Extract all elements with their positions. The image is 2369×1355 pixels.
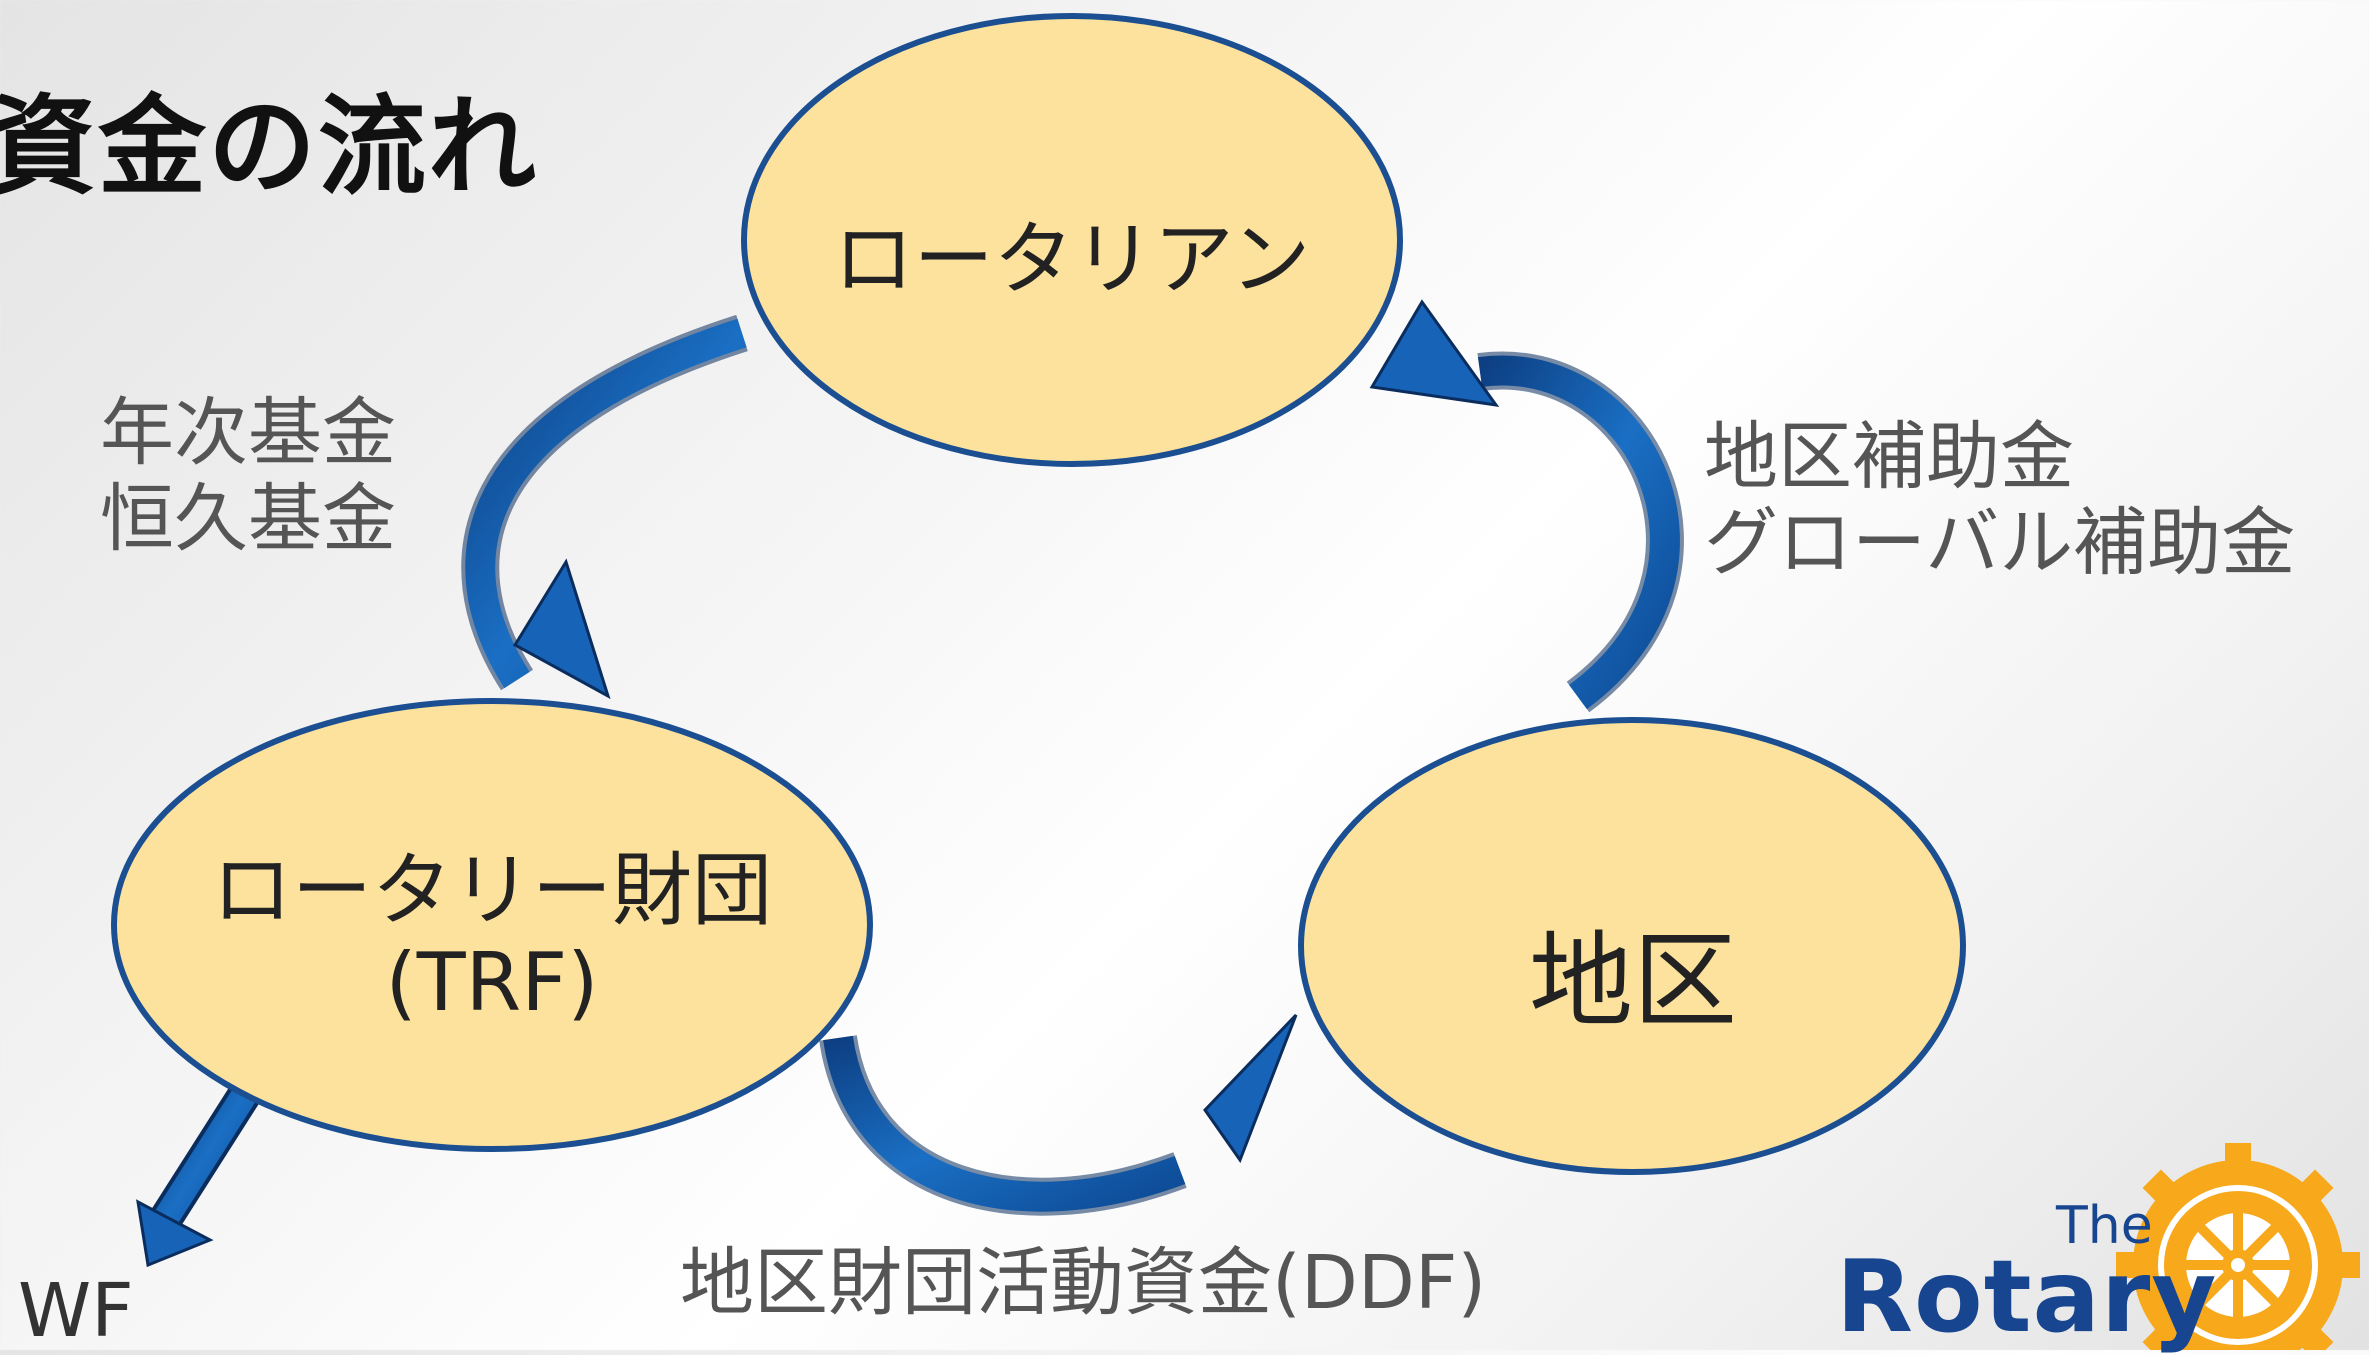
district-node [1298, 717, 1966, 1175]
arrow-district-to-rotarian [1369, 299, 1684, 713]
district-label: 地区 [1528, 920, 1737, 1042]
arrow-trf-to-wf [136, 1073, 267, 1268]
arrow-trf-to-district [819, 1013, 1298, 1216]
rotarian-label: ロータリアン [833, 213, 1311, 306]
trf-label: ロータリー財団 (TRF) [114, 845, 870, 1029]
grants-line2: グローバル補助金 [1704, 500, 2296, 586]
trf-label-line1: ロータリー財団 [212, 844, 772, 937]
trf-label-line2: (TRF) [385, 936, 599, 1029]
arrow-rotarian-to-trf [461, 314, 748, 700]
grants-label: 地区補助金 グローバル補助金 [1704, 414, 2295, 586]
rotary-wheel-icon [2116, 1143, 2360, 1350]
page-title: 資金の流れ [0, 85, 539, 210]
logo-the-text: The [2056, 1196, 2153, 1256]
annual-fund-label: 年次基金 恒久基金 [100, 390, 396, 562]
wf-label: WF [18, 1268, 134, 1354]
annual-fund-line1: 年次基金 [100, 390, 396, 476]
annual-fund-line2: 恒久基金 [100, 476, 396, 562]
grants-line1: 地区補助金 [1704, 414, 2074, 500]
logo-rotary-text: Rotary [1836, 1238, 2218, 1355]
ddf-label: 地区財団活動資金(DDF) [680, 1240, 1487, 1326]
trf-node [111, 698, 873, 1152]
rotarian-node [741, 13, 1403, 467]
